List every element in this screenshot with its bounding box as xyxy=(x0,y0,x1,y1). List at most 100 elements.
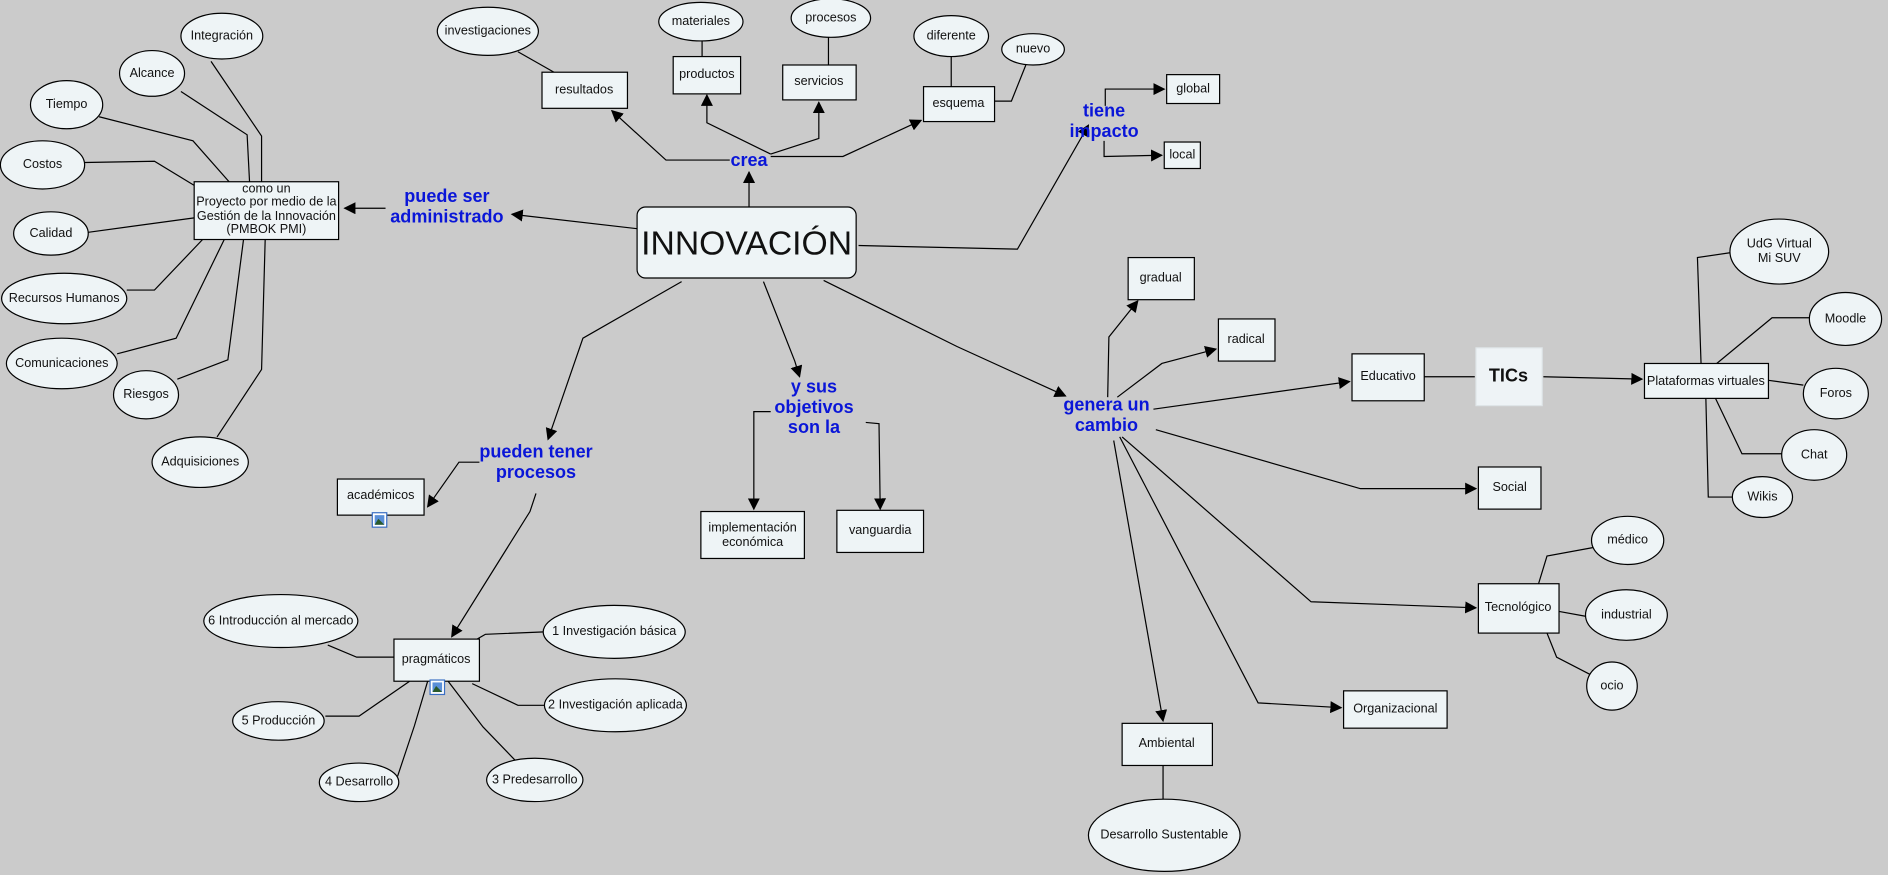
concept-label: investigaciones xyxy=(445,24,531,38)
proyecto-line: (PMBOK PMI) xyxy=(226,222,306,236)
root-concept[interactable]: INNOVACIÓN xyxy=(636,206,857,279)
concept-nuevo[interactable]: nuevo xyxy=(1001,33,1065,66)
concept-label: Chat xyxy=(1801,447,1828,461)
concept-label: Comunicaciones xyxy=(15,356,108,370)
concept-label: Tiempo xyxy=(46,97,88,111)
concept-label: ocio xyxy=(1600,678,1623,692)
concept-label: productos xyxy=(679,67,734,81)
concept-stage-2[interactable]: 2 Investigación aplicada xyxy=(543,678,688,733)
link-objetivos-2: objetivos xyxy=(774,397,853,417)
concept-label: Costos xyxy=(23,157,62,171)
proyecto-line: Proyecto por medio de la xyxy=(196,195,337,209)
concept-label: médico xyxy=(1607,533,1648,547)
concept-comunicaciones[interactable]: Comunicaciones xyxy=(5,337,118,390)
image-attachment-icon[interactable] xyxy=(371,512,388,528)
link-cambio-2: cambio xyxy=(1075,415,1138,435)
concept-resultados[interactable]: resultados xyxy=(541,71,629,109)
concept-organizacional[interactable]: Organizacional xyxy=(1342,690,1448,729)
concept-label: industrial xyxy=(1601,607,1652,621)
concept-label: Foros xyxy=(1820,386,1852,400)
concept-label: 4 Desarrollo xyxy=(325,775,393,789)
concept-implementacion-economica[interactable]: implementación económica xyxy=(700,510,805,560)
concept-stage-4[interactable]: 4 Desarrollo xyxy=(318,762,400,803)
link-objetivos-1: y sus xyxy=(791,376,837,396)
concept-tecnologico[interactable]: Tecnológico xyxy=(1477,583,1560,634)
concept-ocio[interactable]: ocio xyxy=(1586,661,1638,711)
concept-label: Mi SUV xyxy=(1758,251,1801,265)
concept-adquisiciones[interactable]: Adquisiciones xyxy=(151,436,249,489)
concept-label: gradual xyxy=(1140,270,1182,284)
concept-plataformas-virtuales[interactable]: Plataformas virtuales xyxy=(1643,362,1770,399)
concept-investigaciones[interactable]: investigaciones xyxy=(436,6,539,56)
concept-costos[interactable]: Costos xyxy=(0,140,86,190)
concept-tics[interactable]: TICs xyxy=(1475,347,1543,407)
concept-label: implementación xyxy=(708,521,796,535)
concept-label: Organizacional xyxy=(1353,701,1437,715)
concept-social[interactable]: Social xyxy=(1477,466,1542,510)
concept-label: Calidad xyxy=(30,226,73,240)
concept-global[interactable]: global xyxy=(1166,74,1221,105)
concept-desarrollo-sustentable[interactable]: Desarrollo Sustentable xyxy=(1087,798,1241,872)
concept-stage-1[interactable]: 1 Investigación básica xyxy=(542,604,686,659)
concept-tiempo[interactable]: Tiempo xyxy=(29,80,104,130)
concept-label: Plataformas virtuales xyxy=(1647,374,1765,388)
concept-pragmaticos[interactable]: pragmáticos xyxy=(393,638,481,682)
link-procesos-1: pueden tener xyxy=(479,441,592,461)
concept-procesos[interactable]: procesos xyxy=(790,0,872,38)
concept-gradual[interactable]: gradual xyxy=(1127,256,1195,301)
crea-branch: resultados investigaciones productos mat… xyxy=(436,0,1065,123)
concept-academicos[interactable]: académicos xyxy=(336,478,425,516)
concept-stage-6[interactable]: 6 Introducción al mercado xyxy=(203,593,359,649)
proyecto-line: Gestión de la Innovación xyxy=(197,209,336,223)
concept-alcance[interactable]: Alcance xyxy=(118,49,186,97)
connectors xyxy=(84,37,1810,800)
link-objetivos-3: son la xyxy=(788,417,841,437)
concept-label: radical xyxy=(1227,332,1264,346)
image-attachment-icon[interactable] xyxy=(429,679,446,696)
concept-label: 2 Investigación aplicada xyxy=(548,698,684,712)
concept-calidad[interactable]: Calidad xyxy=(13,211,89,256)
concept-materiales[interactable]: materiales xyxy=(658,1,744,42)
concept-label: 5 Producción xyxy=(242,713,316,727)
concept-educativo[interactable]: Educativo xyxy=(1351,353,1425,402)
concept-label: Integración xyxy=(191,28,253,42)
linking-phrases: crea puede ser administrado tiene impact… xyxy=(390,101,1149,482)
concept-label: Adquisiciones xyxy=(161,455,239,469)
concept-stage-3[interactable]: 3 Predesarrollo xyxy=(486,757,584,803)
concept-label: UdG Virtual xyxy=(1747,237,1812,251)
concept-proyecto[interactable]: como un Proyecto por medio de la Gestión… xyxy=(193,181,340,241)
concept-label: Educativo xyxy=(1360,369,1415,383)
concept-radical[interactable]: radical xyxy=(1217,318,1276,362)
concept-chat[interactable]: Chat xyxy=(1781,429,1848,481)
concept-riesgos[interactable]: Riesgos xyxy=(112,370,180,420)
concept-label: pragmáticos xyxy=(402,652,471,666)
concept-label: Desarrollo Sustentable xyxy=(1100,828,1228,842)
concept-servicios[interactable]: servicios xyxy=(782,64,857,101)
concept-integracion[interactable]: Integración xyxy=(180,12,264,60)
concept-productos[interactable]: productos xyxy=(672,55,742,95)
concept-moodle[interactable]: Moodle xyxy=(1808,291,1883,347)
concept-industrial[interactable]: industrial xyxy=(1584,589,1668,641)
concept-udg-virtual[interactable]: UdG Virtual Mi SUV xyxy=(1729,218,1830,285)
concept-label: diferente xyxy=(927,28,976,42)
concept-vanguardia[interactable]: vanguardia xyxy=(836,509,925,554)
concept-medico[interactable]: médico xyxy=(1590,515,1665,566)
concept-foros[interactable]: Foros xyxy=(1802,367,1869,420)
concept-label: Recursos Humanos xyxy=(9,291,120,305)
concept-label: resultados xyxy=(555,83,613,97)
concept-wikis[interactable]: Wikis xyxy=(1731,476,1794,519)
concept-ambiental[interactable]: Ambiental xyxy=(1121,722,1213,767)
concept-label: Ambiental xyxy=(1139,736,1195,750)
root-label: INNOVACIÓN xyxy=(641,224,852,262)
concept-recursos-humanos[interactable]: Recursos Humanos xyxy=(0,272,128,325)
link-crea: crea xyxy=(730,150,768,170)
concept-diferente[interactable]: diferente xyxy=(913,15,990,58)
concept-esquema[interactable]: esquema xyxy=(922,86,996,123)
link-administrado-1: puede ser xyxy=(404,186,489,206)
concept-label: local xyxy=(1169,148,1195,162)
pmbok-areas: Integración Alcance Tiempo Costos Calida… xyxy=(0,12,264,489)
concept-local[interactable]: local xyxy=(1163,141,1201,170)
concept-label: 3 Predesarrollo xyxy=(492,772,578,786)
concept-label: 6 Introducción al mercado xyxy=(208,613,353,627)
concept-stage-5[interactable]: 5 Producción xyxy=(232,701,325,741)
